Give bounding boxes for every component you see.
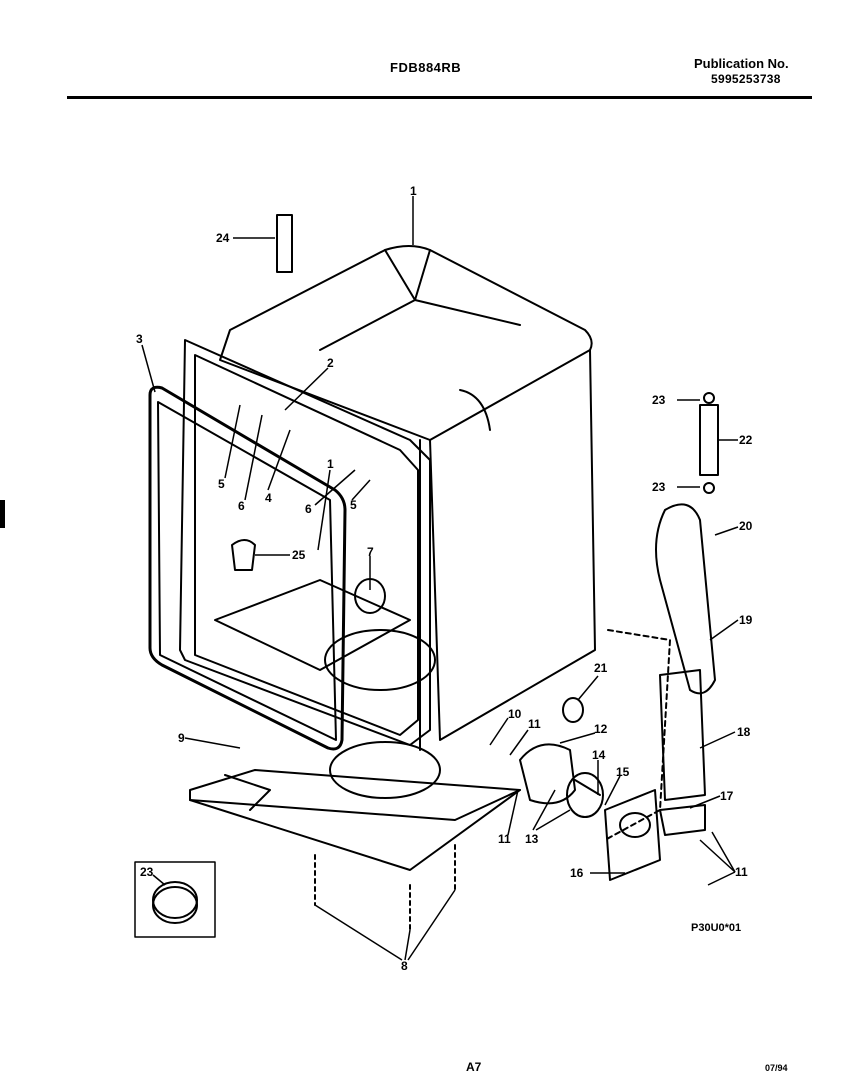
callout-7: 7 [367, 545, 374, 559]
callout-8: 8 [401, 959, 408, 973]
callout-19: 19 [739, 613, 753, 627]
callout-3: 3 [136, 332, 143, 346]
callout-23-mid: 23 [652, 480, 666, 494]
callout-13: 13 [525, 832, 539, 846]
callout-16: 16 [570, 866, 584, 880]
model-number: FDB884RB [390, 60, 462, 75]
callout-11-b: 11 [498, 832, 511, 846]
callout-22: 22 [739, 433, 753, 447]
door-gasket [148, 385, 347, 751]
callout-10: 10 [508, 707, 522, 721]
callout-21: 21 [594, 661, 608, 675]
callout-6-right: 6 [305, 502, 312, 516]
door-frame [179, 339, 431, 746]
callout-1-inner: 1 [327, 457, 334, 471]
publication-number: 5995253738 [711, 72, 781, 86]
callout-5-right: 5 [350, 498, 357, 512]
tub-top [219, 245, 593, 441]
callout-11-c: 11 [735, 865, 748, 879]
base-plate [189, 769, 521, 821]
header-rule [67, 96, 812, 99]
clamp-inset [134, 861, 216, 938]
callout-18: 18 [737, 725, 751, 739]
publication-label: Publication No. [694, 56, 789, 71]
callout-5-left: 5 [218, 477, 225, 491]
print-date: 07/94 [765, 1063, 788, 1073]
diagram-code: P30U0*01 [691, 922, 742, 934]
callout-23-inset: 23 [140, 865, 154, 879]
callout-25: 25 [292, 548, 306, 562]
pump-housing [519, 743, 576, 805]
callout-9: 9 [178, 731, 185, 745]
callout-23-top: 23 [652, 393, 666, 407]
callout-14: 14 [592, 748, 606, 762]
bracket [604, 789, 661, 881]
callout-24: 24 [216, 231, 230, 245]
callout-12: 12 [594, 722, 608, 736]
callout-2: 2 [327, 356, 334, 370]
tub-side [429, 349, 596, 741]
callout-6-left: 6 [238, 499, 245, 513]
page-number: A7 [466, 1060, 482, 1074]
callout-15: 15 [616, 765, 630, 779]
callout-4: 4 [265, 491, 272, 505]
callout-17: 17 [720, 789, 734, 803]
page-header: FDB884RB Publication No. 5995253738 [0, 0, 864, 110]
callout-1-top: 1 [410, 184, 417, 198]
callout-20: 20 [739, 519, 753, 533]
callout-11-a: 11 [528, 717, 541, 731]
drain-hose [655, 503, 716, 695]
scan-edge-mark [0, 500, 5, 528]
